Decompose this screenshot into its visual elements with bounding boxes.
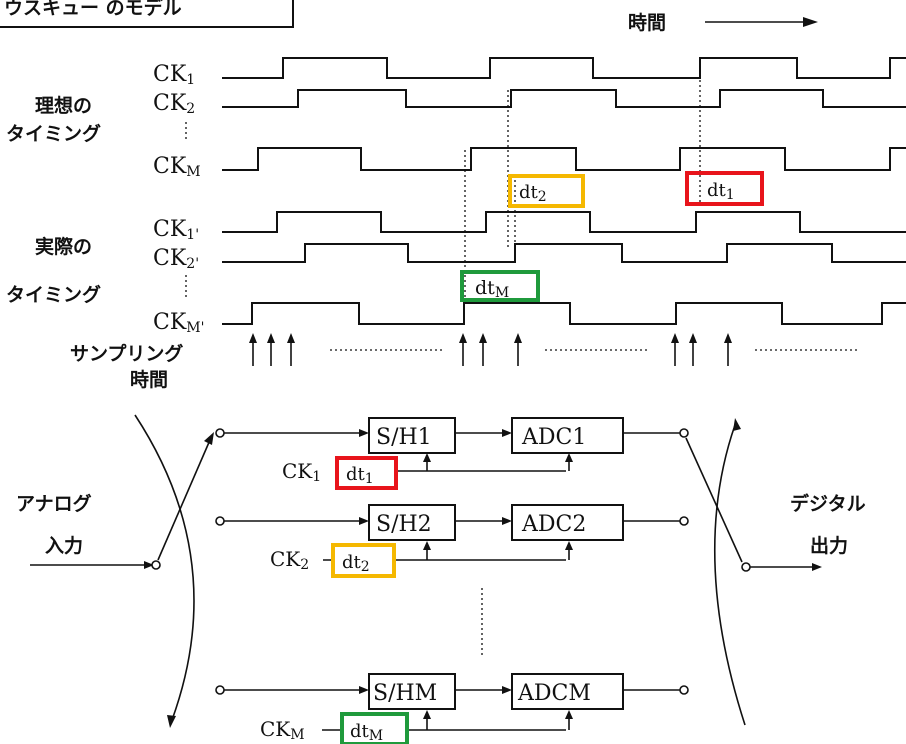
adc-label-2: ADC2 <box>521 512 586 537</box>
svg-text:dt1: dt1 <box>707 180 735 203</box>
clock-label-ckm-actual: CKM' <box>153 310 204 336</box>
digital-output-label-1: デジタル <box>790 492 866 515</box>
clock-label-ck1: CK1 <box>153 62 195 88</box>
skew-dt1-highlight <box>685 171 764 206</box>
waveform-ckm-actual <box>222 302 906 325</box>
title-text: ウスキュー のモデル <box>4 0 182 19</box>
time-label: 時間 <box>628 12 666 34</box>
actual-label-2: タイミング <box>6 283 101 306</box>
output-switch <box>685 418 822 726</box>
skew-dtm-box <box>340 712 409 744</box>
svg-text:CKM': CKM' <box>153 310 204 336</box>
adc-block-2 <box>511 504 624 541</box>
sample-hold-block-2 <box>368 504 456 541</box>
channel-2: S/H2 ADC2 CK2 dt2 <box>215 504 689 578</box>
svg-text:CK2: CK2 <box>153 91 195 117</box>
svg-text:CK1': CK1' <box>153 217 199 243</box>
svg-text:dtM: dtM <box>350 721 383 744</box>
digital-output-label-2: 出力 <box>810 534 848 557</box>
skew-label-dtm: dtM <box>460 270 540 302</box>
svg-text:CK2': CK2' <box>153 246 199 272</box>
waveform-ckm <box>222 147 906 171</box>
sampling-label-2: 時間 <box>130 369 168 391</box>
sample-hold-block-m <box>368 673 456 710</box>
sampling-label-1: サンプリング <box>70 342 183 365</box>
clock-input-2: CK2 <box>270 547 309 573</box>
clock-input-1: CK1 <box>282 459 321 485</box>
sample-hold-label-1: S/H1 <box>376 425 432 450</box>
adc-label-m: ADCM <box>517 681 591 706</box>
analog-input-label-1: アナログ <box>16 492 92 515</box>
sample-hold-block-1 <box>368 417 456 454</box>
skew-label-dt1: dt1 <box>685 171 764 206</box>
svg-text:dt2: dt2 <box>342 552 370 575</box>
clock-label-ck2-actual: CK2' <box>153 246 199 272</box>
svg-text:dt2: dt2 <box>519 182 547 205</box>
title-box: ウスキュー のモデル <box>0 0 294 28</box>
sampling-arrows: サンプリング 時間 <box>70 333 860 391</box>
svg-text:dtM: dtM <box>475 277 509 301</box>
adc-block-m <box>511 673 624 710</box>
ideal-label-2: タイミング <box>6 122 101 145</box>
waveform-ck1 <box>222 57 906 79</box>
analog-input-label-2: 入力 <box>45 534 83 557</box>
adc-block-1 <box>511 417 624 454</box>
skew-dtm-highlight <box>460 270 540 302</box>
clock-input-m: CKM <box>260 717 305 743</box>
svg-text:CKM: CKM <box>153 154 201 180</box>
sample-hold-label-m: S/HM <box>373 681 437 706</box>
clock-label-ck2: CK2 <box>153 91 195 117</box>
ideal-label-1: 理想の <box>35 94 92 117</box>
waveform-ck2 <box>222 89 906 108</box>
channel-m: S/HM ADCM CKM dtM <box>215 673 689 744</box>
waveform-ck1-actual <box>222 211 906 233</box>
svg-text:dt1: dt1 <box>346 464 374 487</box>
skew-label-dt2: dt2 <box>508 174 585 208</box>
skew-dt1-box <box>335 456 398 490</box>
input-switch <box>30 414 214 728</box>
arrow-right-icon <box>803 17 818 27</box>
waveform-ck2-actual <box>222 243 906 263</box>
sample-hold-label-2: S/H2 <box>376 512 432 537</box>
svg-text:CK1: CK1 <box>153 62 195 88</box>
channel-1: S/H1 ADC1 CK1 dt1 <box>215 417 689 490</box>
skew-dt2-box <box>331 543 396 578</box>
clock-label-ck1-actual: CK1' <box>153 217 199 243</box>
adc-label-1: ADC1 <box>521 425 586 450</box>
time-axis-indicator: 時間 <box>628 12 818 34</box>
actual-label-1: 実際の <box>35 235 92 258</box>
skew-dt2-highlight <box>508 174 585 208</box>
clock-label-ckm: CKM <box>153 154 201 180</box>
